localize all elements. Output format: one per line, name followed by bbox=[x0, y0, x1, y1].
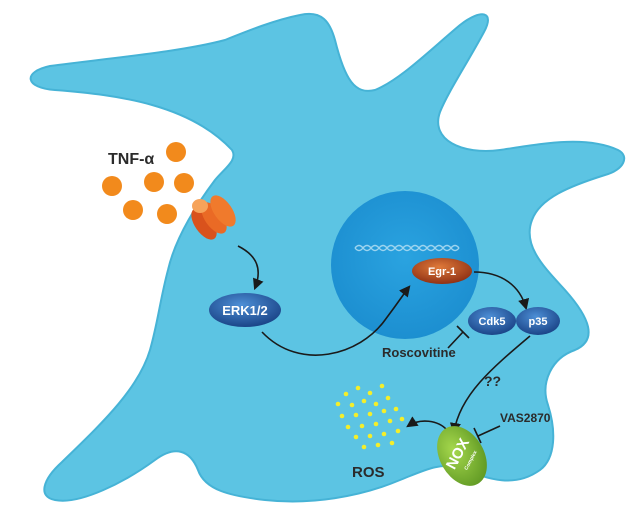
tnf-receptor bbox=[191, 195, 236, 240]
ros-label: ROS bbox=[352, 464, 385, 481]
nucleus bbox=[331, 191, 479, 339]
tnf-ligand bbox=[102, 176, 122, 196]
pathway-arrows bbox=[237, 245, 531, 435]
cell-body bbox=[29, 12, 626, 503]
arrow-egr1-cdk5 bbox=[473, 271, 530, 311]
tnf-ligand bbox=[174, 173, 194, 193]
arrow-nox-ros bbox=[406, 416, 448, 431]
unknown-label: ?? bbox=[484, 373, 501, 389]
dna-strand bbox=[354, 244, 460, 252]
inhibit-roscovitine bbox=[447, 331, 464, 349]
tnf-ligand bbox=[157, 204, 177, 224]
arrow-receptor-erk bbox=[237, 245, 264, 291]
erk-node: ERK1/2 bbox=[209, 293, 281, 327]
egr1-node: Egr-1 bbox=[412, 258, 472, 284]
cdk5-p35-complex: Cdk5 p35 bbox=[468, 307, 560, 335]
erk-label: ERK1/2 bbox=[222, 303, 268, 318]
arrow-p35-nox bbox=[449, 335, 531, 435]
tnf-label: TNF-α bbox=[108, 151, 154, 168]
tnf-ligands bbox=[102, 142, 194, 224]
tnf-ligand bbox=[144, 172, 164, 192]
roscovitine-label: Roscovitine bbox=[382, 345, 456, 360]
arrow-erk-egr1 bbox=[261, 285, 411, 356]
p35-label: p35 bbox=[529, 316, 548, 328]
inhibit-vas2870 bbox=[477, 425, 501, 437]
nox-complex: NOX Complex bbox=[437, 426, 487, 486]
ros-particles bbox=[335, 383, 405, 450]
cdk5-label: Cdk5 bbox=[479, 316, 506, 328]
vas2870-label: VAS2870 bbox=[500, 411, 551, 425]
tnf-ligand bbox=[166, 142, 186, 162]
inhibition-lines bbox=[447, 325, 501, 444]
egr1-label: Egr-1 bbox=[428, 266, 456, 278]
tnf-ligand bbox=[123, 200, 143, 220]
